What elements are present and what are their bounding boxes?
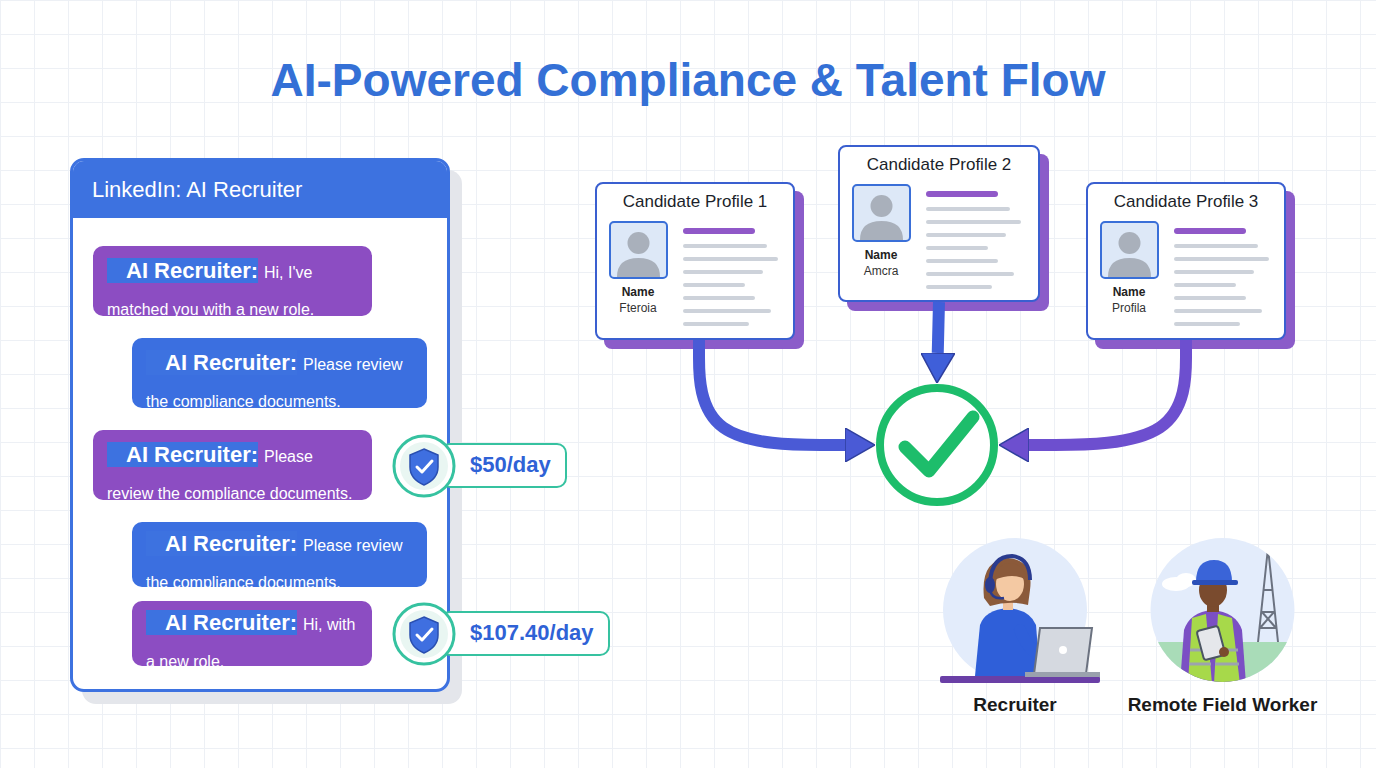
profile-card: Candidate Profile 1 NameFteroia	[595, 182, 795, 340]
cloud	[1176, 573, 1196, 587]
message-body: AI Recruiter:Please review the complianc…	[107, 426, 358, 505]
role-figure: Remote Field Worker	[1120, 538, 1325, 718]
hair	[984, 558, 1031, 606]
figure-outline	[930, 538, 1100, 718]
profile-card: Candidate Profile 2 NameAmcra	[838, 145, 1040, 302]
avatar-placeholder	[1101, 222, 1158, 278]
rate-badge: $50/day	[392, 436, 582, 496]
laptop-logo	[1059, 646, 1067, 654]
diagram-title: AI-Powered Compliance & Talent Flow	[0, 52, 1376, 108]
neck	[1003, 598, 1013, 610]
reflective-stripe	[1189, 650, 1239, 664]
profile-card: Candidate Profile 3 NameProfila	[1086, 182, 1286, 340]
field-value: Amcra	[851, 264, 911, 278]
figure-circle	[1151, 538, 1295, 682]
hard-hat	[1196, 560, 1232, 582]
message-bubble: AI Recruiter:Please review the complianc…	[132, 522, 427, 587]
oil-derrick	[1258, 548, 1278, 642]
approval-check	[875, 383, 999, 507]
rate-label: $50/day	[440, 443, 567, 488]
field-label: Name	[608, 285, 668, 299]
message-body: AI Recruiter:Hi, with a new role.	[146, 594, 358, 673]
text-placeholder-lines	[926, 191, 1021, 289]
avatar-placeholder	[853, 185, 910, 241]
message-bubble: AI Recruiter:Hi, I've matched you with a…	[93, 246, 372, 316]
face	[996, 567, 1024, 601]
card-heading: Candidate Profile 1	[597, 192, 793, 212]
cloud	[1162, 577, 1190, 591]
flow-arrow	[938, 302, 939, 353]
recruiter-illustration	[940, 556, 1100, 683]
field-label: Name	[1099, 285, 1159, 299]
message-body: AI Recruiter:Please review the complianc…	[146, 334, 413, 413]
hand	[1219, 647, 1229, 657]
check-circle	[880, 388, 994, 502]
hard-hat-brim	[1192, 580, 1238, 585]
avatar-placeholder	[610, 222, 667, 278]
shield-icon	[394, 436, 454, 496]
figure-outline	[1120, 538, 1325, 718]
field-value: Profila	[1099, 301, 1159, 315]
face	[1199, 573, 1227, 607]
tablet	[1196, 626, 1225, 661]
message-bubble: AI Recruiter:Please review the complianc…	[132, 338, 427, 408]
sender-name: AI Recruiter:	[146, 531, 297, 556]
hand	[1048, 654, 1060, 666]
message-body: AI Recruiter:Please review the complianc…	[146, 515, 413, 594]
sender-name: AI Recruiter:	[146, 350, 297, 375]
torso	[1180, 610, 1246, 684]
sender-name: AI Recruiter:	[107, 258, 258, 283]
card-heading: Candidate Profile 2	[840, 155, 1038, 175]
check-outline	[875, 383, 999, 507]
card-heading: Candidate Profile 3	[1088, 192, 1284, 212]
headset-earpiece	[985, 577, 995, 593]
torso	[975, 608, 1040, 676]
role-figure: Recruiter	[930, 538, 1100, 718]
arm	[1020, 630, 1050, 660]
check-mark	[905, 417, 973, 471]
message-bubble: AI Recruiter:Please review the complianc…	[93, 430, 372, 500]
flow-arrow	[699, 340, 845, 445]
flow-arrow	[1029, 340, 1186, 445]
sender-name: AI Recruiter:	[146, 610, 297, 635]
rate-label: $107.40/day	[440, 611, 610, 656]
shield-icon	[394, 604, 454, 664]
field-label: Name	[851, 248, 911, 262]
field-value: Fteroia	[608, 301, 668, 315]
worker-illustration	[1150, 548, 1300, 692]
safety-vest	[1214, 614, 1240, 684]
headset-band	[990, 556, 1030, 582]
message-bubble: AI Recruiter:Hi, with a new role.	[132, 601, 372, 666]
figure-circle	[943, 538, 1087, 682]
text-placeholder-lines	[683, 228, 778, 326]
laptop-base	[1025, 672, 1100, 677]
text-placeholder-lines	[1174, 228, 1269, 326]
message-body: AI Recruiter:Hi, I've matched you with a…	[107, 242, 358, 321]
role-label: Recruiter	[930, 694, 1100, 716]
safety-vest	[1188, 614, 1212, 684]
sender-name: AI Recruiter:	[107, 442, 258, 467]
panel-heading: LinkedIn: AI Recruiter	[73, 161, 447, 218]
laptop-lid	[1034, 628, 1092, 674]
ground	[1150, 642, 1300, 692]
headset-mic	[990, 590, 1004, 598]
rate-badge: $107.40/day	[392, 604, 624, 664]
chat-panel: LinkedIn: AI Recruiter AI Recruiter:Hi, I…	[70, 158, 450, 692]
neck	[1207, 600, 1219, 612]
role-label: Remote Field Worker	[1120, 694, 1325, 716]
desk	[940, 676, 1100, 683]
fringe	[994, 563, 1026, 580]
